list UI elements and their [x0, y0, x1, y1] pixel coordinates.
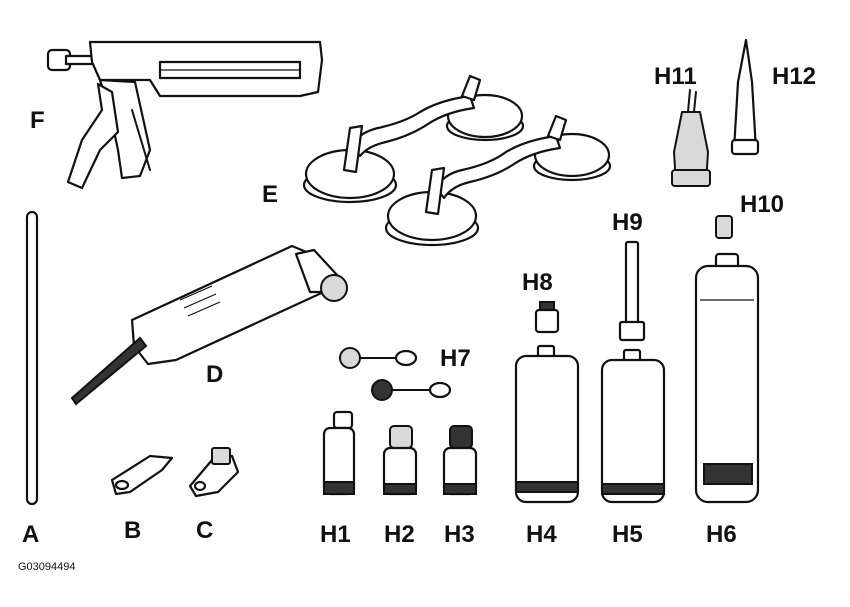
rod-a: [25, 210, 39, 506]
label-h9: H9: [612, 209, 643, 236]
label-h12: H12: [772, 63, 816, 90]
suction-cup-lifters-e: [302, 74, 612, 247]
label-h5: H5: [612, 521, 643, 548]
cap-h10: [715, 215, 733, 239]
clip-c: [188, 447, 240, 498]
cap-h8: [534, 301, 560, 334]
label-f: F: [30, 107, 45, 134]
caulking-gun-f: [46, 40, 324, 190]
label-h8: H8: [522, 269, 553, 296]
label-c: C: [196, 517, 213, 544]
label-h6: H6: [706, 521, 737, 548]
cartridge-h4: [514, 344, 580, 504]
label-h11: H11: [654, 63, 697, 90]
label-h3: H3: [444, 521, 475, 548]
label-h2: H2: [384, 521, 415, 548]
nozzle-h9: [618, 240, 646, 342]
label-h1: H1: [320, 521, 351, 548]
cartridge-h6: [694, 252, 760, 504]
bracket-b: [110, 454, 174, 496]
label-b: B: [124, 517, 141, 544]
bottle-h2: [382, 425, 418, 496]
figure-code: G03094494: [18, 561, 76, 573]
label-e: E: [262, 181, 278, 208]
cartridge-h5: [600, 348, 666, 504]
nozzle-h11: [671, 89, 711, 187]
label-h7: H7: [440, 345, 471, 372]
caps-strap-h7: [339, 347, 452, 401]
electric-tool-d: [70, 244, 348, 406]
bottle-h1: [322, 410, 356, 496]
bottle-h3: [442, 425, 478, 496]
label-d: D: [206, 361, 223, 388]
nozzle-h12: [730, 38, 760, 156]
label-h4: H4: [526, 521, 557, 548]
label-a: A: [22, 521, 39, 548]
label-h10: H10: [740, 191, 784, 218]
